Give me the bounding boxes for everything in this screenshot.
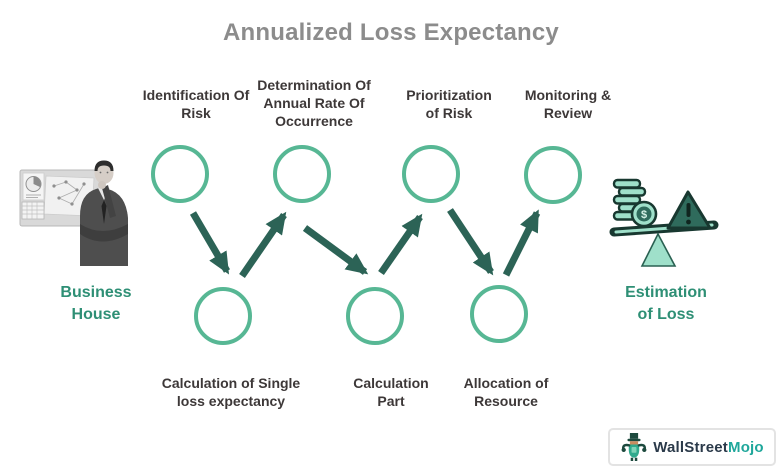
wallstreetmojo-wordmark: WallStreetMojo <box>653 439 764 456</box>
arrow-step5-to-step6 <box>447 208 494 276</box>
brand-primary-text: WallStreet <box>653 438 728 456</box>
calendar-doodle <box>21 201 45 220</box>
arrow-step3-to-step4 <box>302 225 369 275</box>
wallstreetmojo-watermark: WallStreetMojo <box>608 428 776 466</box>
page-title: Annualized Loss Expectancy <box>223 19 559 46</box>
estimation-of-loss-label: Estimation of Loss <box>625 284 707 323</box>
step-label-allocation-of-resource: Allocation of Resource <box>463 375 549 409</box>
brand-accent-text: Mojo <box>728 438 764 456</box>
step-circle-calculation-part <box>346 287 404 345</box>
step-circle-allocation-of-resource <box>470 285 528 343</box>
step-label-single-loss-expectancy: Calculation of Single loss expectancy <box>161 375 301 409</box>
step-label-determination-of-aro: Determination Of Annual Rate Of Occurren… <box>257 77 371 129</box>
flow-arrows <box>189 208 541 278</box>
wallstreetmojo-mascot-icon <box>621 433 647 461</box>
fulcrum-triangle <box>640 232 677 267</box>
businessman-illustration <box>19 160 128 266</box>
businessman-figure <box>80 160 128 266</box>
step-circle-prioritization-of-risk <box>402 145 460 203</box>
svg-text:$: $ <box>641 209 647 221</box>
step-circle-identification-of-risk <box>151 145 209 203</box>
arrow-step1-to-step2 <box>189 211 231 275</box>
arrow-step2-to-step3 <box>239 211 287 278</box>
arrow-step6-to-step7 <box>502 209 541 277</box>
arrow-step4-to-step5 <box>378 213 423 276</box>
step-circle-monitoring-review <box>524 146 582 204</box>
step-label-calculation-part: Calculation Part <box>353 375 429 409</box>
step-label-prioritization-of-risk: Prioritization of Risk <box>406 87 492 121</box>
business-house-label: Business House <box>60 284 132 323</box>
dollar-coin-icon: $ <box>630 200 658 228</box>
step-label-monitoring-review: Monitoring & Review <box>524 87 612 121</box>
step-circle-determination-of-aro <box>273 145 331 203</box>
step-label-identification-of-risk: Identification Of Risk <box>142 87 250 121</box>
loss-balance-icon: $ <box>609 178 719 267</box>
warning-triangle-icon <box>666 190 712 230</box>
step-circle-single-loss-expectancy <box>194 287 252 345</box>
flow-circles <box>151 145 582 345</box>
